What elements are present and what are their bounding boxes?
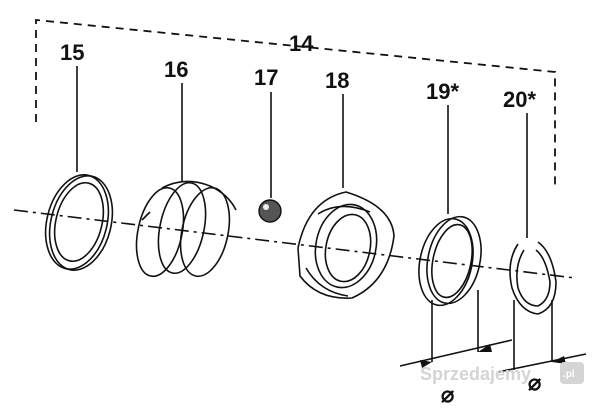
label-17: 17 [254, 65, 278, 90]
label-16: 16 [164, 57, 188, 82]
part-19-ring [418, 215, 482, 307]
label-20: 20* [503, 87, 536, 112]
part-16-spring [135, 180, 237, 278]
label-18: 18 [325, 68, 349, 93]
label-14: 14 [289, 31, 314, 56]
diameter-symbol-19: ⌀ [441, 382, 455, 407]
part-18-housing [297, 191, 395, 299]
watermark: Sprzedajemy .pl [420, 362, 584, 384]
dimension-19: ⌀ [399, 290, 513, 407]
part-labels: 14 15 16 17 18 19* 20* [60, 31, 536, 112]
dimension-20: ⌀ [497, 300, 587, 395]
leader-lines [76, 66, 528, 238]
part-15-ring [44, 174, 114, 271]
watermark-badge-bg [560, 362, 584, 384]
label-19: 19* [426, 79, 459, 104]
diameter-symbol-20: ⌀ [528, 370, 542, 395]
label-15: 15 [60, 40, 84, 65]
watermark-badge: .pl [563, 369, 575, 380]
center-axis [13, 209, 576, 279]
part-17-ball [258, 199, 282, 223]
watermark-text: Sprzedajemy [420, 364, 531, 384]
part-20-snapring [509, 241, 557, 315]
